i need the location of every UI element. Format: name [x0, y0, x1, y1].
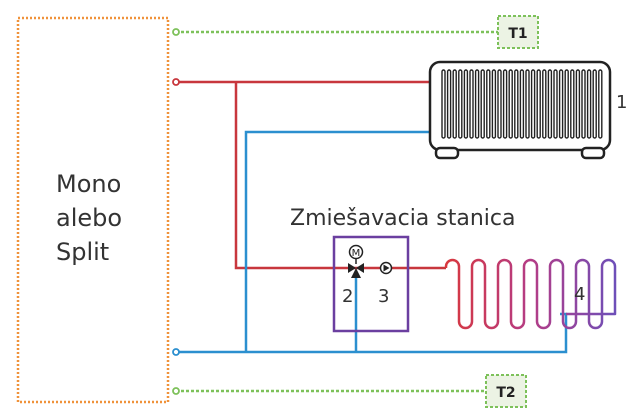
radiator-fin [581, 69, 586, 139]
radiator [428, 60, 612, 160]
radiator-fin [536, 69, 541, 139]
radiator-fin [558, 69, 564, 139]
floor-heating-coil [444, 258, 617, 330]
sensor-t2-box [485, 374, 527, 408]
sensor-t2-label: T2 [496, 385, 515, 401]
radiator-fin [469, 69, 474, 139]
radiator-fin [502, 69, 508, 139]
radiator-fin [497, 69, 502, 139]
radiator-fin [542, 69, 547, 139]
mixing-valve-icon [348, 263, 364, 278]
radiator-fin [491, 69, 497, 139]
return-pipe-radiator [244, 130, 430, 352]
callout-floor-heating: 4 [574, 284, 585, 305]
radiator-fin [458, 69, 463, 139]
sensor-t1-label: T1 [508, 26, 527, 42]
unit-label-line-3: Split [56, 238, 109, 266]
radiator-fin [575, 69, 581, 139]
radiator-fin [474, 69, 480, 139]
radiator-fin [553, 69, 558, 139]
radiator-fin [525, 69, 530, 139]
radiator-fin [446, 69, 452, 139]
radiator-fin [508, 69, 513, 139]
radiator-fin [570, 69, 575, 139]
radiator-fin [519, 69, 525, 139]
radiator-fin [598, 69, 603, 139]
radiator-fin [514, 69, 519, 139]
supply-pipe-to-station [234, 82, 354, 270]
radiator-fin [547, 69, 553, 139]
sensor-t1-box [497, 15, 539, 49]
radiator-fin [452, 69, 457, 139]
radiator-fin [530, 69, 536, 139]
unit-label-line-1: Mono [56, 170, 121, 198]
t2-sensor-port [172, 387, 180, 395]
return-pipe-main [176, 312, 568, 354]
radiator-fin [480, 69, 485, 139]
radiator-fin [586, 69, 592, 139]
radiator-fins [441, 69, 603, 139]
heat-pump-unit-box [16, 16, 170, 404]
radiator-fin [463, 69, 469, 139]
unit-label-line-2: alebo [56, 204, 122, 232]
valve-motor-symbol: M [352, 248, 361, 259]
supply-outlet-port [172, 78, 180, 86]
circulation-pump-icon [379, 261, 393, 275]
t1-sensor-port [172, 28, 180, 36]
radiator-fin [486, 69, 491, 139]
radiator-fin [564, 69, 569, 139]
mixing-station-label: Zmiešavacia stanica [290, 206, 515, 231]
radiator-fin [441, 69, 446, 139]
radiator-fin [592, 69, 597, 139]
return-inlet-port [172, 348, 180, 356]
mixing-station-box [332, 235, 410, 333]
callout-radiator: 1 [616, 92, 627, 113]
callout-mixing-valve: 2 [342, 286, 353, 307]
callout-pump: 3 [378, 286, 389, 307]
